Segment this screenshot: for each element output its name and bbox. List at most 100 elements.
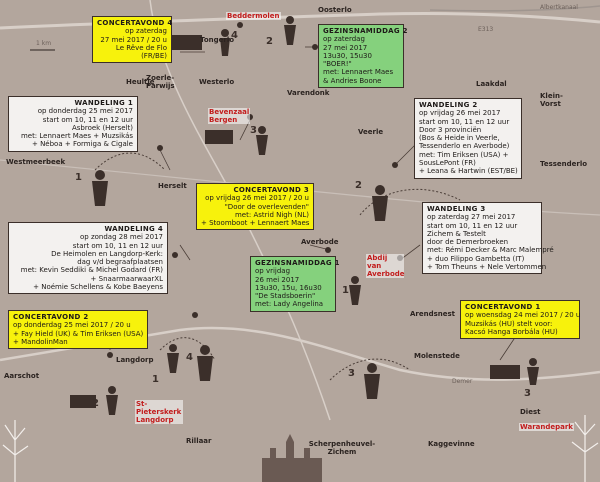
- box-line: "BOER!": [323, 60, 352, 69]
- place-oosterlo: Oosterlo: [318, 6, 352, 14]
- box-line: Tessenderlo en Averbode): [419, 142, 510, 151]
- place-westerlo: Westerlo: [199, 78, 235, 86]
- musician-silhouettes: [92, 16, 539, 415]
- marker-number: 3: [250, 125, 257, 136]
- box-line: op zaterdag: [323, 35, 365, 44]
- place-kleinvorst: Klein-Vorst: [540, 92, 563, 108]
- box-title: WANDELING 2: [419, 101, 478, 109]
- box-concertavond-4: CONCERTAVOND 4 op zaterdag 27 mei 2017 /…: [92, 16, 173, 64]
- box-line: & Andries Boone: [323, 76, 382, 85]
- box-line: 27 mei 2017: [323, 43, 368, 52]
- place-averbode: Averbode: [301, 238, 339, 246]
- marker-number: 3: [524, 388, 531, 399]
- box-title: WANDELING 4: [104, 225, 163, 233]
- box-wandeling-4: WANDELING 4 op zondag 28 mei 2017 start …: [8, 222, 168, 295]
- box-line: SousLePont (FR): [419, 159, 476, 168]
- marker-number: 4: [231, 30, 238, 41]
- box-line: + Stoomboot + Lennaert Maes: [201, 219, 310, 228]
- box-title: CONCERTAVOND 4: [97, 19, 173, 27]
- box-line: + SnaarmaarwaarXL: [90, 274, 163, 283]
- box-line: Muzsikás (HU) stelt voor:: [465, 319, 553, 328]
- box-line: op donderdag 25 mei 2017: [37, 107, 133, 116]
- marker-number: 2: [92, 398, 99, 409]
- place-scherpenheuvel: Scherpenheuvel-Zichem: [308, 440, 376, 456]
- road-e313-label: E313: [478, 26, 494, 33]
- walk-route-4: [159, 337, 216, 361]
- walk-route-3: [329, 358, 411, 381]
- box-line: + duo Filippo Gambetta (IT): [427, 254, 525, 263]
- box-line: start om 10, 11 en 12 uur: [42, 115, 133, 124]
- box-line: op donderdag 25 mei 2017 / 20 u: [13, 321, 131, 330]
- box-line: op vrijdag 26 mei 2017 / 20 u: [205, 194, 309, 203]
- box-line: door de Demerbroeken: [427, 238, 509, 247]
- marker-number: 1: [152, 374, 159, 385]
- marker-number: 4: [186, 352, 193, 363]
- box-title: WANDELING 1: [74, 99, 133, 107]
- place-bevenzaal: Bevenzaal Bergen: [208, 108, 250, 124]
- box-line: 27 mei 2017 / 20 u: [100, 35, 167, 44]
- box-line: + MandolinMan: [13, 337, 68, 346]
- box-wandeling-2: WANDELING 2 op vrijdag 26 mei 2017 start…: [414, 98, 522, 179]
- box-line: op zondag 28 mei 2017: [80, 233, 163, 242]
- box-line: op vrijdag: [255, 267, 291, 276]
- piano-silhouettes: [70, 35, 520, 408]
- place-varendonk: Varendonk: [287, 89, 330, 97]
- box-title: WANDELING 3: [427, 205, 486, 213]
- place-warandepark: Warandepark: [519, 423, 574, 431]
- box-gezinsnamiddag-2: GEZINSNAMIDDAG 2 op zaterdag 27 mei 2017…: [318, 24, 408, 89]
- box-line: met: Lennaert Maes + Muzsikás: [20, 132, 133, 141]
- place-beddermolen: Beddermolen: [226, 12, 281, 20]
- place-veerle: Veerle: [358, 128, 384, 136]
- place-zoerle: Zoerle-Parwijs: [146, 74, 175, 90]
- box-line: met: Tim Eriksen (USA) +: [419, 150, 509, 159]
- box-line: op zaterdag 27 mei 2017: [427, 213, 516, 222]
- box-line: met: Astrid Nigh (NL): [234, 210, 309, 219]
- road-e313: [0, 11, 600, 30]
- box-title: CONCERTAVOND 1: [465, 303, 541, 311]
- box-line: + Leana & Hartwin (EST/BE): [419, 167, 518, 176]
- box-line: + Tom Theuns + Nele Vertommen: [427, 263, 547, 272]
- box-line: met: Lennaert Maes: [323, 68, 394, 77]
- box-line: Le Rêve de Flo: [115, 43, 167, 52]
- box-line: "De Stadsboerin": [255, 292, 316, 301]
- marker-number: 2: [355, 180, 362, 191]
- box-line: dag v/d begraafplaatsen: [77, 258, 163, 267]
- place-heultje: Heultje: [126, 78, 155, 86]
- box-line: (Bos & Heide in Veerle,: [419, 134, 500, 143]
- box-wandeling-1: WANDELING 1 op donderdag 25 mei 2017 sta…: [8, 96, 138, 152]
- place-langdorp: Langdorp: [116, 356, 154, 364]
- box-title: GEZINSNAMIDDAG 1: [255, 259, 340, 267]
- box-line: start om 10, 11 en 12 uur: [427, 221, 518, 230]
- place-arendonk: Arendsnest: [410, 310, 456, 318]
- place-kaggevinne: Kaggevinne: [428, 440, 475, 448]
- walk-route-1: [94, 152, 166, 171]
- box-line: Kacsó Hanga Borbála (HU): [465, 327, 558, 336]
- place-diest: Diest: [520, 408, 541, 416]
- place-abdij: Abdij van Averbode: [366, 254, 405, 278]
- place-rillaar: Rillaar: [186, 437, 212, 445]
- place-laakdal: Laakdal: [476, 80, 507, 88]
- box-line: start om 10, 11 en 12 uur: [72, 241, 163, 250]
- box-concertavond-3: CONCERTAVOND 3 op vrijdag 26 mei 2017 / …: [196, 183, 314, 231]
- box-line: De Heimolen en Langdorp-Kerk:: [51, 249, 163, 258]
- demer-label: Demer: [452, 378, 473, 385]
- place-stpieterskerk: St-Pieterskerk Langdorp: [135, 400, 183, 424]
- box-line: Asbroek (Herselt): [71, 123, 133, 132]
- albertkanaal-label: Albertkanaal: [540, 4, 578, 11]
- box-line: 26 mei 2017: [255, 275, 300, 284]
- castle-silhouette: [262, 434, 322, 482]
- box-line: + Noémie Schellens & Kobe Baeyens: [33, 283, 163, 292]
- box-line: op vrijdag 26 mei 2017: [419, 109, 501, 118]
- box-line: Door 3 provinciën: [419, 125, 482, 134]
- box-line: "Door de overlevenden": [224, 202, 309, 211]
- box-concertavond-2: CONCERTAVOND 2 op donderdag 25 mei 2017 …: [8, 310, 148, 350]
- box-line: Zichem & Testelt: [427, 229, 486, 238]
- marker-number: 2: [266, 36, 273, 47]
- place-molenstede: Molenstede: [414, 352, 460, 360]
- place-tongerlo: Tongerlo: [200, 36, 235, 44]
- marker-number: 1: [75, 172, 82, 183]
- box-line: met: Kevin Seddiki & Michel Godard (FR): [20, 266, 163, 275]
- box-line: + Fay Hield (UK) & Tim Eriksen (USA): [13, 329, 144, 338]
- place-herselt: Herselt: [158, 182, 187, 190]
